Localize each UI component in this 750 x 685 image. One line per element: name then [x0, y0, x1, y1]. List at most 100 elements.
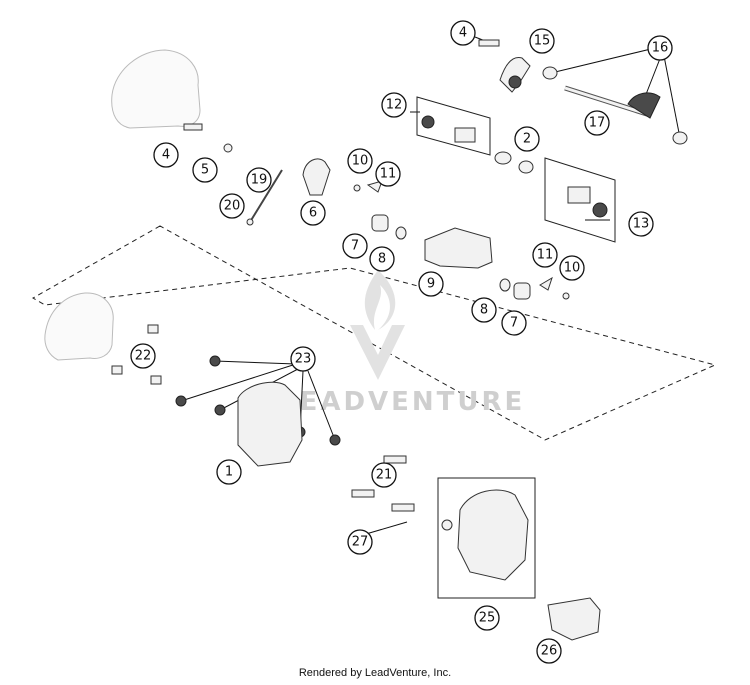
callout-6: 6 [300, 200, 326, 226]
svg-text:27: 27 [352, 535, 369, 550]
svg-text:25: 25 [479, 611, 496, 626]
callout-11-right: 11 [532, 242, 558, 268]
svg-text:4: 4 [162, 148, 170, 163]
nut-23b [175, 395, 187, 407]
group-frame-12 [416, 96, 491, 156]
nut-23c [214, 404, 226, 416]
nut-23a [209, 355, 221, 367]
callout-16: 16 [647, 35, 673, 61]
watermark-text: LEADVENTURE [280, 387, 525, 417]
washer-5 [223, 143, 233, 153]
callout-5: 5 [192, 157, 218, 183]
callout-26: 26 [536, 638, 562, 664]
svg-text:10: 10 [352, 154, 369, 169]
svg-text:4: 4 [459, 26, 467, 41]
watermark: LEADVENTURE [280, 270, 525, 417]
screw-10a [353, 184, 361, 192]
footer-credit: Rendered by LeadVenture, Inc. [298, 667, 452, 679]
svg-text:22: 22 [135, 349, 152, 364]
bolt-22b [111, 365, 123, 375]
lever-6 [302, 158, 331, 196]
actuator-1 [237, 381, 303, 467]
svg-text:19: 19 [251, 173, 268, 188]
svg-text:7: 7 [510, 316, 518, 331]
pin-20 [246, 218, 254, 226]
callout-23: 23 [290, 346, 316, 372]
leader-lines [180, 36, 681, 535]
callout-8-left: 8 [369, 246, 395, 272]
svg-text:20: 20 [224, 199, 241, 214]
parts [111, 39, 688, 641]
svg-text:11: 11 [380, 167, 397, 182]
callout-4-top: 4 [450, 20, 476, 46]
callout-27: 27 [347, 529, 373, 555]
nut-23e [329, 434, 341, 446]
svg-text:9: 9 [427, 277, 435, 292]
svg-text:17: 17 [589, 116, 606, 131]
bushing-16b [672, 131, 688, 145]
svg-text:21: 21 [376, 468, 393, 483]
plate-11a [366, 180, 383, 193]
callout-22: 22 [130, 343, 156, 369]
ghost-cover-left [44, 292, 114, 361]
callout-7-left: 7 [342, 233, 368, 259]
bearing-7a [371, 214, 389, 232]
callout-8-right: 8 [471, 297, 497, 323]
callout-2: 2 [514, 126, 540, 152]
svg-text:15: 15 [534, 34, 551, 49]
shift-drum-9 [424, 227, 493, 269]
callout-10-right: 10 [559, 255, 585, 281]
svg-text:10: 10 [564, 261, 581, 276]
bolt-4-left [183, 123, 203, 131]
callout-11-left: 11 [375, 161, 401, 187]
callout-10-left: 10 [347, 148, 373, 174]
callout-12: 12 [381, 92, 407, 118]
bolt-21 [383, 455, 407, 464]
bolt-27a [351, 489, 375, 498]
svg-text:7: 7 [351, 239, 359, 254]
group-frame-13 [544, 157, 616, 243]
ghost-cover-top-left [111, 49, 201, 129]
bushing-16a [542, 66, 558, 80]
svg-text:12: 12 [386, 98, 403, 113]
bolt-22c [150, 375, 162, 385]
callout-4-left: 4 [153, 142, 179, 168]
group-frame-25 [437, 477, 536, 599]
svg-text:6: 6 [309, 206, 317, 221]
shift-shaft-17 [627, 92, 661, 119]
bolt-27b [391, 503, 415, 512]
svg-text:13: 13 [633, 217, 650, 232]
callout-9: 9 [418, 271, 444, 297]
svg-text:16: 16 [652, 41, 669, 56]
callout-17: 17 [584, 110, 610, 136]
washer-2a [494, 151, 512, 165]
svg-text:8: 8 [378, 252, 386, 267]
housing-13 [567, 186, 591, 204]
bolt-4-top [478, 39, 500, 47]
screw-10b [562, 292, 570, 300]
svg-text:5: 5 [201, 163, 209, 178]
housing-12 [454, 127, 476, 143]
svg-text:11: 11 [537, 248, 554, 263]
plate-11b [539, 276, 553, 291]
svg-text:1: 1 [225, 465, 233, 480]
cover-25 [457, 489, 529, 581]
callout-13: 13 [628, 211, 654, 237]
spring-19 [249, 169, 283, 223]
callout-7-right: 7 [501, 310, 527, 336]
svg-text:23: 23 [295, 352, 312, 367]
callout-1: 1 [216, 459, 242, 485]
bearing-7b [513, 282, 531, 300]
assembly-boundary [31, 225, 717, 441]
svg-text:8: 8 [480, 303, 488, 318]
shift-drum-locator-15 [499, 56, 531, 93]
seal-8a [395, 226, 407, 240]
seal-8b [499, 278, 511, 292]
callout-21: 21 [371, 462, 397, 488]
callout-19: 19 [246, 167, 272, 193]
callout-25: 25 [474, 605, 500, 631]
gear-13 [592, 202, 608, 218]
gear-12 [421, 115, 435, 129]
callout-20: 20 [219, 193, 245, 219]
